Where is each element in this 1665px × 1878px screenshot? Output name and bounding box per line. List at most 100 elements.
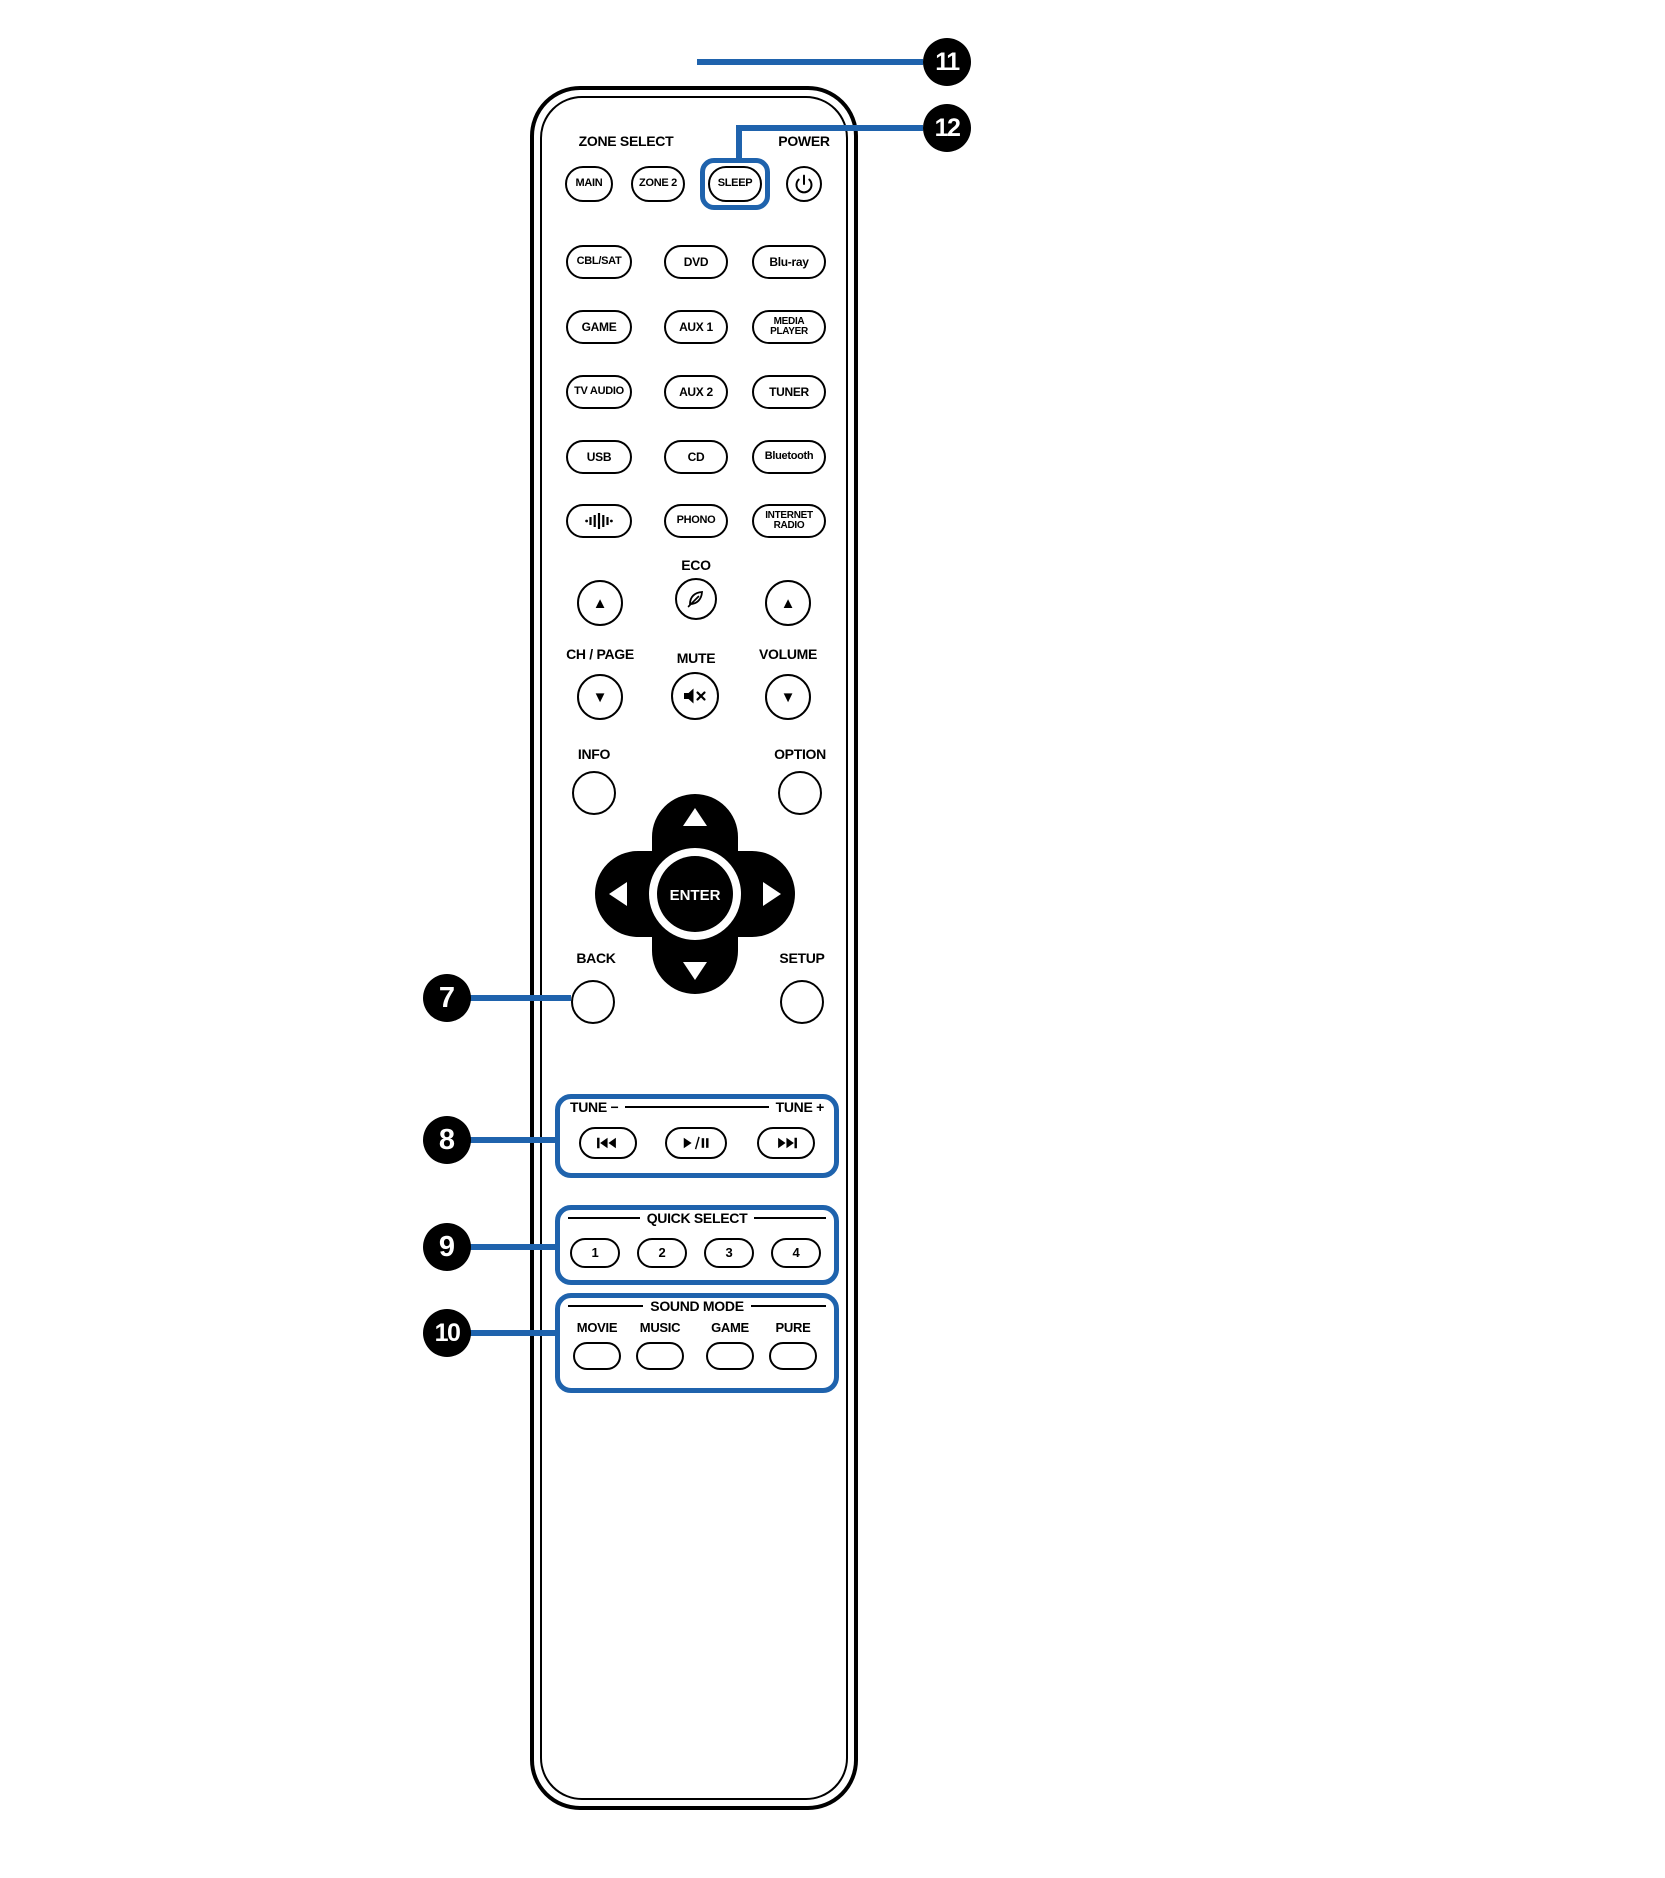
cd-button: CD <box>664 440 728 474</box>
volume-down-button: ▼ <box>765 674 811 720</box>
tune-plus-label: TUNE + <box>775 1099 825 1115</box>
info-label: INFO <box>577 746 611 762</box>
info-button <box>572 771 616 815</box>
callout-9-line <box>467 1244 555 1250</box>
skip-forward-icon <box>778 1137 797 1149</box>
callout-10-badge: 10 <box>423 1309 471 1357</box>
game-button: GAME <box>566 310 632 344</box>
mute-label: MUTE <box>676 650 716 666</box>
callout-8-badge: 8 <box>423 1116 471 1164</box>
play-pause-icon <box>683 1136 709 1150</box>
quick-select-line-left <box>568 1216 640 1220</box>
mute-icon <box>684 688 706 704</box>
skip-back-icon <box>597 1137 616 1149</box>
down-triangle-icon: ▼ <box>780 688 796 706</box>
phono-button: PHONO <box>664 504 728 538</box>
remote-control-inner-outline <box>540 96 848 1800</box>
back-label: BACK <box>576 950 616 966</box>
power-label: POWER <box>778 133 830 149</box>
movie-label: MOVIE <box>576 1320 618 1335</box>
sound-mode-highlight-box <box>555 1293 839 1393</box>
callout-12-line-vertical <box>736 125 742 163</box>
up-triangle-icon: ▲ <box>592 594 608 612</box>
sleep-highlight-box <box>700 158 770 210</box>
mute-button <box>671 672 719 720</box>
callout-7-badge: 7 <box>423 974 471 1022</box>
callout-11-badge: 11 <box>923 38 971 86</box>
cursor-right-icon <box>763 882 781 906</box>
power-icon <box>795 174 813 194</box>
skip-forward-button <box>757 1127 815 1159</box>
sound-mode-line-right <box>750 1304 827 1308</box>
tuner-button: TUNER <box>752 375 826 409</box>
music-button <box>636 1342 684 1370</box>
blu-ray-button: Blu-ray <box>752 245 826 279</box>
tune-minus-label: TUNE − <box>570 1099 619 1115</box>
media-player-button: MEDIA PLAYER <box>752 310 826 344</box>
music-label: MUSIC <box>639 1320 681 1335</box>
eco-label: ECO <box>681 557 711 573</box>
quick-select-highlight-box <box>555 1205 839 1285</box>
quick-select-3-button: 3 <box>704 1238 754 1268</box>
down-triangle-icon: ▼ <box>592 688 608 706</box>
sound-mode-header: SOUND MODE <box>568 1298 827 1314</box>
network-input-button <box>566 504 632 538</box>
option-label: OPTION <box>774 746 826 762</box>
callout-7-line <box>467 995 571 1001</box>
callout-12-badge: 12 <box>923 104 971 152</box>
tv-audio-button: TV AUDIO <box>566 375 632 409</box>
zone2-button: ZONE 2 <box>631 166 685 202</box>
callout-12-line-horizontal <box>736 125 923 131</box>
up-triangle-icon: ▲ <box>780 594 796 612</box>
callout-10-line <box>467 1330 555 1336</box>
volume-label: VOLUME <box>758 646 818 662</box>
tune-header: TUNE − TUNE + <box>570 1098 824 1116</box>
channel-down-button: ▼ <box>577 674 623 720</box>
option-button <box>778 771 822 815</box>
setup-button <box>780 980 824 1024</box>
aux1-button: AUX 1 <box>664 310 728 344</box>
sleep-button: SLEEP <box>708 166 762 202</box>
callout-9-badge: 9 <box>423 1223 471 1271</box>
setup-label: SETUP <box>779 950 825 966</box>
eco-leaf-icon <box>687 591 703 608</box>
volume-up-button: ▲ <box>765 580 811 626</box>
callout-11-line <box>697 59 923 65</box>
game-label: GAME <box>711 1320 749 1335</box>
tune-divider-line <box>625 1105 769 1109</box>
usb-button: USB <box>566 440 632 474</box>
enter-button-label: ENTER <box>670 887 721 904</box>
play-pause-button <box>665 1127 727 1159</box>
movie-button <box>573 1342 621 1370</box>
zone-select-label: ZONE SELECT <box>578 133 674 149</box>
pure-button <box>769 1342 817 1370</box>
power-button <box>786 166 822 202</box>
pure-label: PURE <box>775 1320 811 1335</box>
quick-select-4-button: 4 <box>771 1238 821 1268</box>
back-button <box>571 980 615 1024</box>
sound-mode-line-left <box>568 1304 644 1308</box>
game-mode-button <box>706 1342 754 1370</box>
quick-select-header: QUICK SELECT <box>568 1210 827 1226</box>
cbl-sat-button: CBL/SAT <box>566 245 632 279</box>
quick-select-line-right <box>754 1216 827 1220</box>
quick-select-2-button: 2 <box>637 1238 687 1268</box>
aux2-button: AUX 2 <box>664 375 728 409</box>
bluetooth-button: Bluetooth <box>752 440 826 474</box>
enter-button <box>657 856 733 932</box>
callout-8-line <box>467 1137 555 1143</box>
transport-highlight-box <box>555 1094 839 1178</box>
quick-select-title: QUICK SELECT <box>646 1210 748 1226</box>
cursor-down-icon <box>683 962 707 980</box>
channel-up-button: ▲ <box>577 580 623 626</box>
skip-back-button <box>579 1127 637 1159</box>
cursor-up-icon <box>683 808 707 826</box>
network-input-icon <box>585 513 613 529</box>
dvd-button: DVD <box>664 245 728 279</box>
internet-radio-button: INTERNET RADIO <box>752 504 826 538</box>
eco-button <box>675 578 717 620</box>
remote-control-body <box>530 86 858 1810</box>
quick-select-1-button: 1 <box>570 1238 620 1268</box>
ch-page-label: CH / PAGE <box>566 646 634 662</box>
